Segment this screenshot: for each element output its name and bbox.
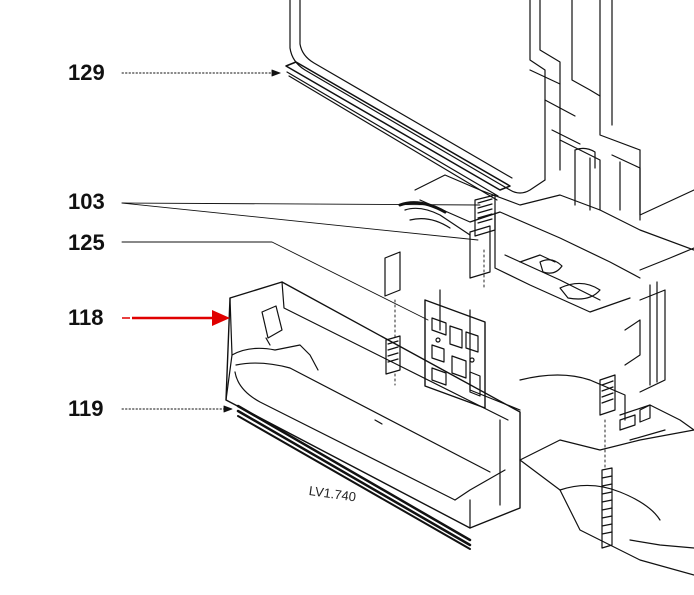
leader-lines: [121, 69, 481, 413]
callout-129: 129: [68, 60, 105, 85]
front-panel-118: [225, 281, 521, 529]
right-frame-housing: [384, 139, 694, 421]
callout-118: 118: [68, 305, 104, 330]
callout-119: 119: [68, 396, 104, 421]
upper-tank-body: [289, 0, 694, 216]
base-plate: [519, 404, 694, 576]
right-posts: [599, 319, 641, 549]
seal-strip-119: [236, 404, 472, 550]
assembly-guide-lines: [394, 249, 606, 471]
gasket-strip-129: [285, 61, 511, 201]
board-post: [385, 335, 401, 375]
callout-125: 125: [68, 230, 105, 255]
callout-103: 103: [68, 189, 105, 214]
connector-103: [398, 194, 496, 237]
highlight-arrow-118: [122, 310, 230, 326]
